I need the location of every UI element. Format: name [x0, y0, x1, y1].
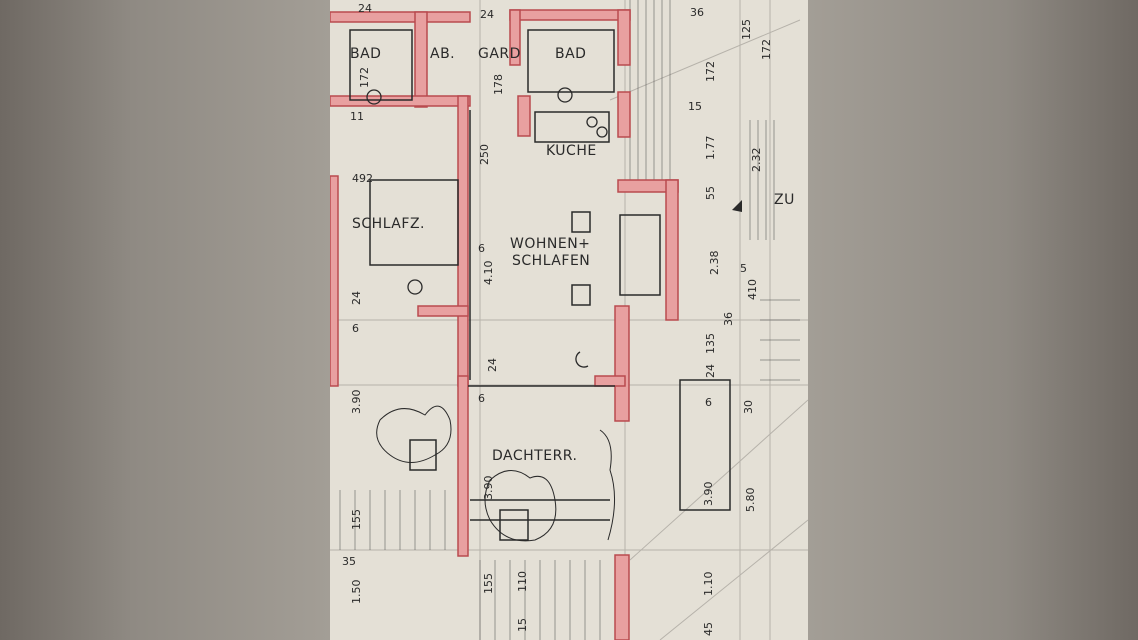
dimension-label: 1.77	[704, 136, 717, 161]
dimension-label: 6	[478, 242, 485, 255]
dimension-label: 15	[688, 100, 702, 113]
room-label-kuche: KUCHE	[546, 143, 597, 159]
fixtures	[366, 87, 608, 295]
dimension-label: 155	[350, 509, 363, 530]
dimension-label: 24	[704, 364, 717, 378]
walls	[329, 9, 679, 640]
dimension-label: 5.80	[744, 488, 757, 513]
dimension-label: 3.90	[350, 390, 363, 415]
dimension-label: 30	[742, 400, 755, 414]
dimension-label: 55	[704, 186, 717, 200]
room-label-gard: GARD	[478, 46, 521, 62]
dimension-label: 410	[746, 279, 759, 300]
room-label-bad-left: BAD	[350, 46, 381, 62]
dimension-label: 1.10	[702, 572, 715, 597]
dimension-label: 250	[478, 144, 491, 165]
dimension-label: 6	[478, 392, 485, 405]
dimension-label: 24	[358, 2, 372, 15]
room-label-schlafz: SCHLAFZ.	[352, 216, 425, 232]
dimension-label: 2.38	[708, 251, 721, 276]
dimension-label: 24	[480, 8, 494, 21]
room-label-dachterr: DACHTERR.	[492, 448, 577, 464]
room-label-bad-right: BAD	[555, 46, 586, 62]
dimension-label: 178	[492, 74, 505, 95]
dimension-label: 36	[690, 6, 704, 19]
room-label-ab: AB.	[430, 46, 455, 62]
dimension-label: 24	[350, 291, 363, 305]
dimension-label: 1.50	[350, 580, 363, 605]
dimension-label: 110	[516, 571, 529, 592]
triangle-arrow-icon	[732, 200, 742, 212]
dimension-label: 3.90	[702, 482, 715, 507]
dimension-label: 35	[342, 555, 356, 568]
blurred-background-right	[808, 0, 1138, 640]
dimension-label: 36	[722, 312, 735, 326]
dimension-label: 172	[704, 61, 717, 82]
dimension-label: 6	[705, 396, 712, 409]
dimension-label: 3.90	[482, 476, 495, 501]
dimension-label: 125	[740, 19, 753, 40]
floor-plan-drawing: BAD AB. GARD BAD KUCHE SCHLAFZ. WOHNEN+ …	[329, 0, 809, 640]
dimension-label: 172	[358, 67, 371, 88]
dimension-label: 5	[740, 262, 747, 275]
dimension-label: 2.32	[750, 148, 763, 173]
dimension-label: 24	[486, 358, 499, 372]
dimension-label: 155	[482, 573, 495, 594]
moon-icon	[575, 351, 589, 368]
dimension-label: 492	[352, 172, 373, 185]
dimension-label: 11	[350, 110, 364, 123]
floor-plan: BAD AB. GARD BAD KUCHE SCHLAFZ. WOHNEN+ …	[329, 0, 809, 640]
dimension-label: 4.10	[482, 261, 495, 286]
dimension-label: 45	[702, 622, 715, 636]
room-label-wohnen: WOHNEN+	[510, 236, 590, 252]
dimension-label: 135	[704, 333, 717, 354]
interior-lines	[349, 29, 731, 541]
dimension-label: 6	[352, 322, 359, 335]
blurred-background-left	[0, 0, 330, 640]
plant-sketches	[376, 405, 616, 542]
room-label-zu: ZU	[774, 192, 795, 208]
room-label-schlafen: SCHLAFEN	[512, 253, 590, 269]
dimension-label: 172	[760, 39, 773, 60]
dimension-label: 15	[516, 618, 529, 632]
